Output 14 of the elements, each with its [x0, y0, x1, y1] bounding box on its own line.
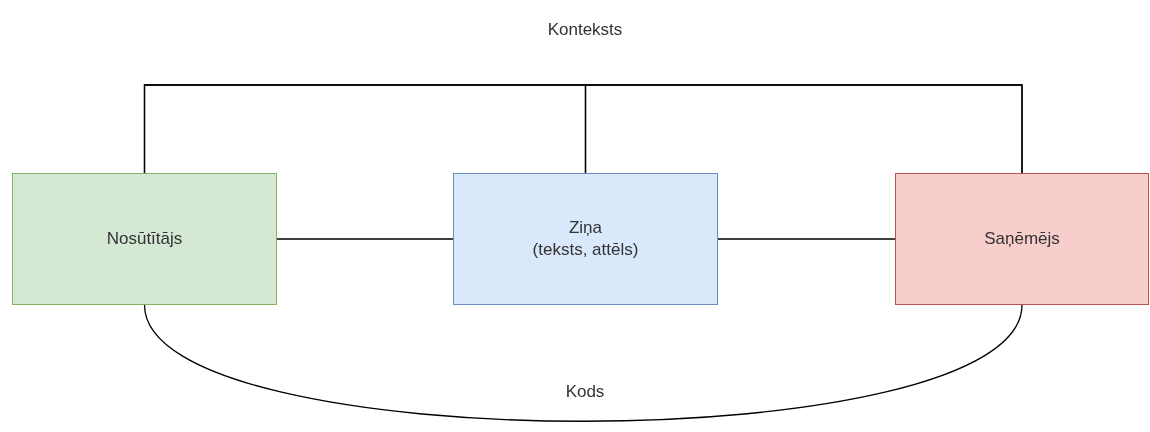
connector-line: [584, 84, 1023, 174]
node-title: Saņēmējs: [984, 228, 1060, 250]
connector-line: [143, 304, 1023, 422]
receiver-box: [895, 173, 1149, 305]
node-title: Ziņa: [568, 217, 603, 239]
message-box: [453, 173, 718, 305]
connector-line: [717, 238, 896, 240]
annotation-label: Konteksts: [547, 20, 623, 40]
annotation-label: Kods: [565, 382, 605, 402]
connector-line: [143, 84, 587, 174]
sender-box: [12, 173, 277, 305]
node-title: Nosūtītājs: [106, 228, 183, 250]
node-subtitle: (teksts, attēls): [532, 239, 639, 261]
connector-line: [276, 238, 454, 240]
